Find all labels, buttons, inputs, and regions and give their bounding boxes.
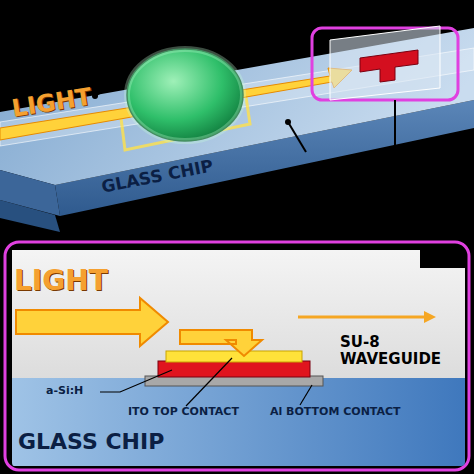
layer-label: ITO TOP CONTACT — [128, 406, 239, 418]
chip-label: GLASS CHIP — [18, 430, 164, 454]
light-label: LIGHT — [14, 266, 108, 297]
layer-label: Al BOTTOM CONTACT — [270, 406, 401, 418]
waveguide-label: SU-8 WAVEGUIDE — [340, 334, 440, 367]
layer-label: a-Si:H — [46, 385, 83, 397]
